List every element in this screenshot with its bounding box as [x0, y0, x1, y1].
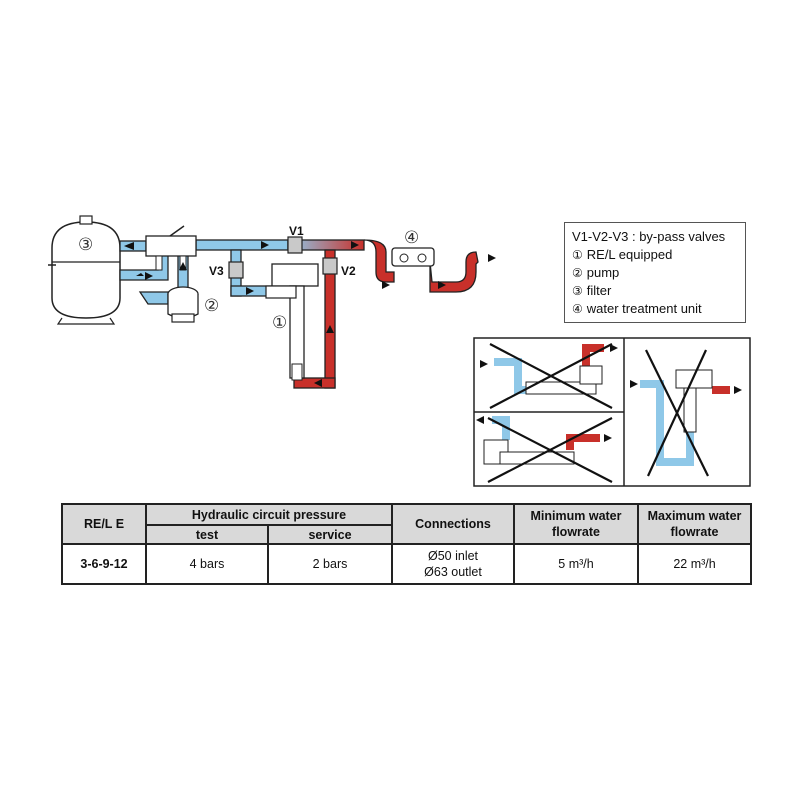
filter-number: ③	[78, 235, 93, 255]
legend-symbol: ①	[572, 248, 583, 262]
wrong-installations	[473, 337, 751, 487]
cell-service-pressure: 2 bars	[266, 543, 394, 585]
wrong-install-1	[480, 343, 618, 409]
table-row: 3-6-9-12 4 bars 2 bars Ø50 inlet Ø63 out…	[61, 543, 753, 585]
legend-title: V1-V2-V3 : by-pass valves	[572, 229, 726, 244]
valve-v1-body	[287, 236, 303, 254]
spec-table: RE/L E Hydraulic circuit pressure Connec…	[61, 502, 753, 585]
bypass-valves: V1 V2 V3	[209, 224, 356, 279]
treatment-number: ④	[404, 228, 419, 248]
valve-v1-label: V1	[289, 224, 304, 238]
header-pressure-test: test	[145, 524, 269, 545]
legend-text: filter	[586, 283, 612, 298]
legend-symbol: ②	[572, 266, 583, 280]
wrong-install-3	[630, 349, 742, 477]
legend-symbol: ③	[572, 284, 583, 298]
cell-min-flowrate: 5 m³/h	[513, 543, 640, 585]
valve-v2-body	[322, 257, 338, 275]
hot-water-pipes	[287, 239, 479, 389]
legend-text: RE/L equipped	[586, 247, 673, 262]
pump-number: ②	[204, 296, 219, 316]
cell-model: 3-6-9-12	[61, 543, 147, 585]
header-connections: Connections	[391, 503, 516, 545]
filter-tank: ③	[48, 215, 121, 325]
cell-connections: Ø50 inlet Ø63 outlet	[391, 543, 516, 585]
cold-water-pipes	[119, 239, 289, 305]
wrong-install-2	[476, 416, 613, 483]
header-max-flowrate: Maximum water flowrate	[637, 503, 753, 545]
valve-v3-label: V3	[209, 264, 224, 278]
main-installation: ③ ②	[48, 215, 496, 389]
valve-v3-body	[228, 261, 244, 279]
header-pressure-group: Hydraulic circuit pressure	[144, 502, 394, 527]
heater-number: ①	[272, 313, 287, 333]
legend-text: pump	[586, 265, 620, 280]
header-model: RE/L E	[61, 503, 147, 545]
connection-outlet: Ø63 outlet	[424, 565, 482, 579]
multiport-valve	[145, 225, 197, 271]
cell-max-flowrate: 22 m³/h	[637, 543, 753, 585]
valve-v2-label: V2	[341, 264, 356, 278]
connection-inlet: Ø50 inlet	[428, 549, 479, 563]
legend-symbol: ④	[572, 302, 583, 316]
cell-test-pressure: 4 bars	[145, 543, 269, 585]
water-treatment-unit: ④	[391, 228, 435, 267]
pump: ②	[167, 286, 219, 323]
flow-arrows	[124, 241, 496, 387]
header-min-flowrate: Minimum water flowrate	[513, 503, 640, 545]
legend-text: water treatment unit	[586, 301, 702, 316]
header-pressure-service: service	[266, 524, 394, 545]
heat-exchanger: ①	[265, 263, 319, 381]
